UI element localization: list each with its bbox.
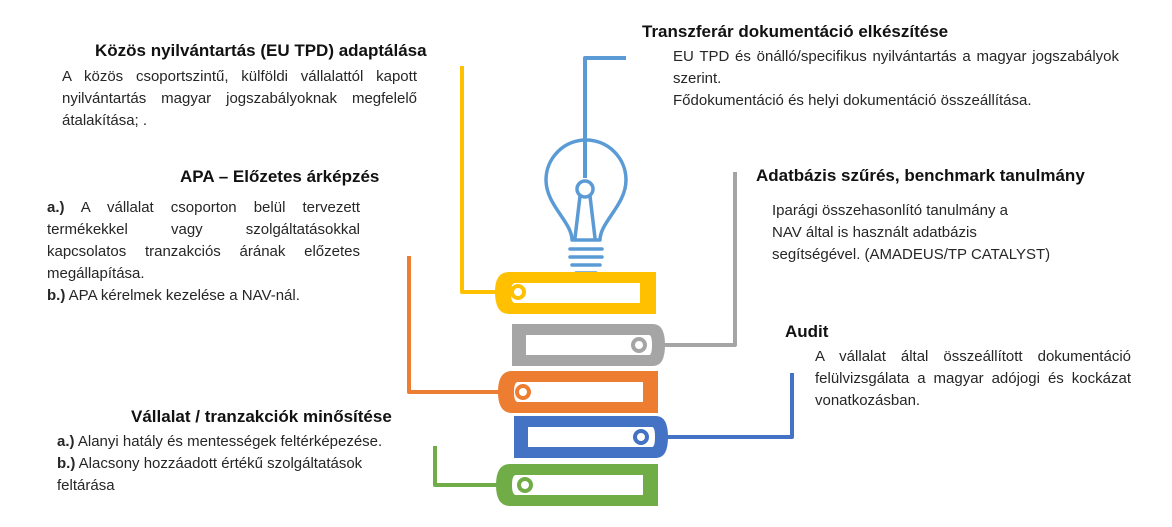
audit-title: Audit [785,322,829,341]
vallalat-a-text: Alanyi hatály és mentességek feltérképez… [77,433,383,450]
adatbazis-block: Iparági összehasonlító tanulmány a NAV á… [772,200,1072,266]
vallalat-item-a: a.) Alanyi hatály és mentességek feltérk… [57,431,447,453]
audit-text: A vállalat által összeállított dokumentá… [815,348,1131,409]
apa-a-label: a.) [47,199,65,216]
green-connector-line [433,446,523,487]
yellow-connector-line [460,66,515,294]
gray-book [512,324,665,366]
apa-block: a.) A vállalat csoporton belül tervezett… [47,197,360,307]
apa-item-a: a.) A vállalat csoporton belül tervezett… [47,197,360,285]
transzferar-line2: Fődokumentáció és helyi dokumentáció öss… [673,92,1032,109]
adatbazis-line3: segítségével. (AMADEUS/TP CATALYST) [772,246,1051,263]
orange-book [498,371,658,413]
vallalat-block: a.) Alanyi hatály és mentességek feltérk… [57,431,447,497]
transzferar-block: EU TPD és önálló/specifikus nyilvántartá… [673,46,1119,112]
kozos-title: Közös nyilvántartás (EU TPD) adaptálása [95,41,427,60]
transzferar-line1: EU TPD és önálló/specifikus nyilvántartá… [673,48,1119,87]
apa-a-text: A vállalat csoporton belül tervezett ter… [47,199,360,282]
gray-connector-line [641,172,737,347]
adatbazis-line2: NAV által is használt adatbázis [772,224,977,241]
darkblue-book [514,416,668,458]
vallalat-b-text: Alacsony hozzáadott értékű szolgáltatáso… [57,455,363,494]
vallalat-item-b: b.) Alacsony hozzáadott értékű szolgálta… [57,453,387,497]
adatbazis-title: Adatbázis szűrés, benchmark tanulmány [756,166,1085,185]
kozos-block: A közös csoportszintű, külföldi vállalat… [62,66,417,132]
apa-b-text: APA kérelmek kezelése a NAV-nál. [68,287,300,304]
apa-item-b: b.) APA kérelmek kezelése a NAV-nál. [47,285,360,307]
adatbazis-line1: Iparági összehasonlító tanulmány a [772,202,1008,219]
orange-connector-line [407,256,521,394]
yellow-book [495,272,656,314]
vallalat-a-label: a.) [57,433,75,450]
apa-title: APA – Előzetes árképzés [180,167,380,186]
vallalat-b-label: b.) [57,455,76,472]
apa-b-label: b.) [47,287,66,304]
blue-connector-line [583,56,626,178]
kozos-text: A közös csoportszintű, külföldi vállalat… [62,68,417,129]
green-book [496,464,658,506]
audit-block: A vállalat által összeállított dokumentá… [815,346,1131,412]
transzferar-title: Transzferár dokumentáció elkészítése [642,22,949,41]
vallalat-title: Vállalat / tranzakciók minősítése [131,407,392,426]
darkblue-connector-line [643,373,794,439]
